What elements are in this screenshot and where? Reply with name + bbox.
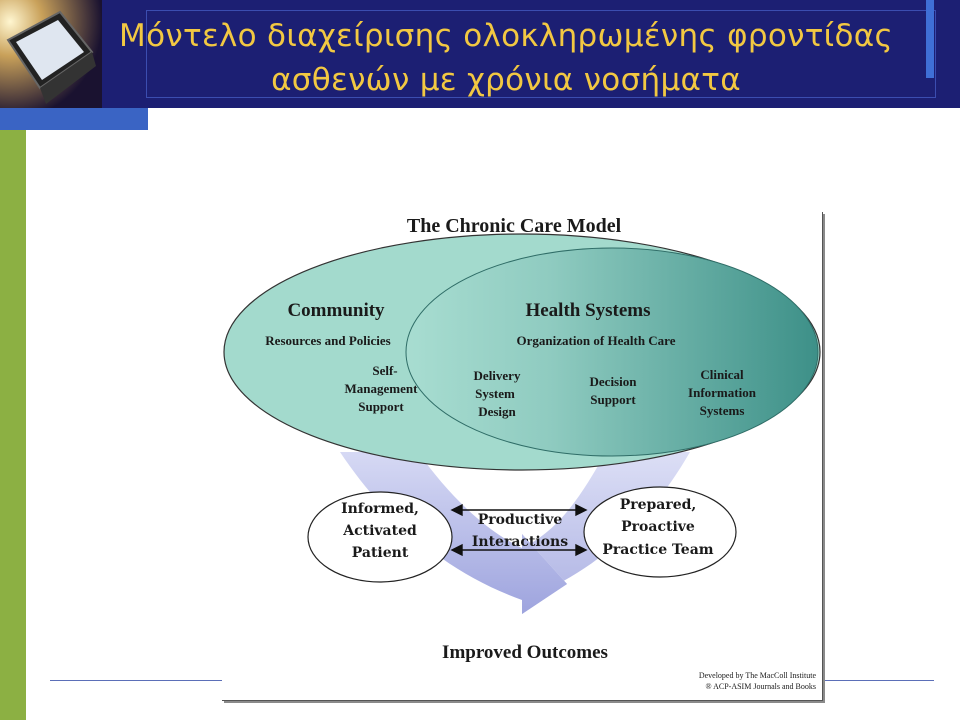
outcome-arrow — [340, 452, 567, 614]
diagram-title: The Chronic Care Model — [407, 215, 622, 237]
title-line-2: ασθενών με χρόνια νοσήματα — [271, 62, 741, 98]
resources-label: Resources and Policies — [265, 333, 390, 348]
credit-line-1: Developed by The MacColl Institute — [699, 671, 817, 680]
footer-rule-right — [822, 680, 934, 681]
computer-monitor-icon — [0, 0, 102, 108]
header-strip — [0, 108, 148, 130]
health-systems-label: Health Systems — [525, 300, 650, 321]
patient-line-2: Activated — [342, 523, 417, 539]
team-line-3: Practice Team — [602, 542, 713, 558]
health-systems-ellipse — [405, 247, 819, 457]
self-mgmt-line-3: Support — [358, 399, 404, 414]
patient-ellipse — [307, 491, 453, 583]
delivery-line-3: Design — [478, 404, 516, 419]
interaction-arrows — [450, 503, 588, 557]
organization-label: Organization of Health Care — [517, 333, 676, 348]
decision-line-2: Support — [590, 392, 636, 407]
title-line-1: Μόντελο διαχείρισης ολοκληρωμένης φροντί… — [119, 18, 893, 54]
delivery-line-2: System — [475, 386, 515, 401]
footer-rule-left — [50, 680, 222, 681]
clinical-line-3: Systems — [700, 403, 745, 418]
patient-line-3: Patient — [352, 545, 409, 561]
interactions-line-1: Productive — [478, 512, 563, 528]
community-label: Community — [287, 300, 385, 321]
header-frame — [146, 10, 936, 98]
credit-line-2: ® ACP-ASIM Journals and Books — [705, 682, 816, 691]
self-mgmt-line-2: Management — [345, 381, 419, 396]
clinical-line-1: Clinical — [700, 367, 744, 382]
chronic-care-model-figure: The Chronic Care Model Community Resourc… — [222, 212, 823, 701]
team-line-2: Proactive — [621, 519, 695, 535]
header-accent-bar — [926, 0, 934, 78]
clinical-line-2: Information — [688, 385, 757, 400]
patient-line-1: Informed, — [341, 501, 419, 517]
outcomes-label: Improved Outcomes — [442, 642, 608, 663]
delivery-line-1: Delivery — [474, 368, 521, 383]
self-mgmt-line-1: Self- — [372, 363, 397, 378]
decision-line-1: Decision — [590, 374, 638, 389]
team-line-1: Prepared, — [620, 497, 697, 513]
interactions-line-2: Interactions — [472, 534, 568, 550]
team-ellipse — [583, 486, 737, 578]
header-band — [0, 0, 960, 108]
slide-title: Μόντελο διαχείρισης ολοκληρωμένης φροντί… — [106, 14, 906, 102]
left-accent-bar — [0, 130, 26, 720]
